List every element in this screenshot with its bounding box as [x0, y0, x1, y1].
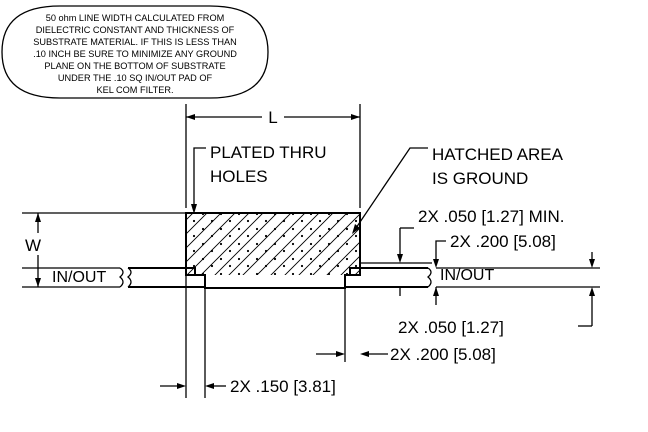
hatched-area-line-2: IS GROUND: [432, 169, 528, 188]
design-note: 50 ohm LINE WIDTH CALCULATED FROM DIELEC…: [1, 5, 269, 99]
pad-gap-dimension-text: 2X .050 [1.27] MIN.: [418, 207, 564, 226]
right-offset-dimension: 2X .200 [5.08]: [316, 288, 496, 364]
length-dimension: L: [185, 104, 361, 208]
in-out-trace-left: IN/OUT: [22, 267, 205, 288]
in-out-trace-right: IN/OUT: [345, 267, 600, 288]
in-out-right-label: IN/OUT: [440, 267, 494, 284]
plated-holes-callout: PLATED THRU HOLES: [191, 143, 327, 214]
pad-gap-dimension: 2X .050 [1.27] MIN.: [360, 207, 564, 296]
plated-holes-line-2: HOLES: [210, 167, 268, 186]
note-line-7: KEL COM FILTER.: [96, 85, 173, 95]
left-offset-dimension: 2X .150 [3.81]: [160, 275, 336, 398]
note-line-4: .10 INCH BE SURE TO MINIMIZE ANY GROUND: [33, 49, 237, 59]
width-label: W: [25, 236, 41, 255]
line-width-dimension: 2X .050 [1.27]: [398, 252, 595, 337]
note-line-1: 50 ohm LINE WIDTH CALCULATED FROM: [46, 13, 225, 23]
width-dimension: W: [22, 212, 186, 287]
in-out-left-label: IN/OUT: [52, 269, 106, 286]
right-offset-dimension-text: 2X .200 [5.08]: [390, 345, 496, 364]
note-line-6: UNDER THE .10 SQ IN/OUT PAD OF: [58, 73, 213, 83]
length-label: L: [268, 108, 277, 127]
ground-area: [185, 212, 361, 289]
note-line-5: PLANE ON THE BOTTOM OF SUBSTRATE: [44, 61, 225, 71]
note-line-3: SUBSTRATE MATERIAL. IF THIS IS LESS THAN: [33, 37, 237, 47]
plated-holes-line-1: PLATED THRU: [210, 143, 327, 162]
hatched-area-line-1: HATCHED AREA: [432, 145, 564, 164]
pad-length-dimension-text: 2X .200 [5.08]: [450, 232, 556, 251]
line-width-dimension-text: 2X .050 [1.27]: [398, 318, 504, 337]
note-line-2: DIELECTRIC CONSTANT AND THICKNESS OF: [36, 25, 235, 35]
hatched-area-callout: HATCHED AREA IS GROUND: [352, 145, 564, 234]
left-offset-dimension-text: 2X .150 [3.81]: [230, 377, 336, 396]
note-bubble: [1, 5, 269, 99]
pad-length-dimension: 2X .200 [5.08]: [433, 232, 556, 305]
